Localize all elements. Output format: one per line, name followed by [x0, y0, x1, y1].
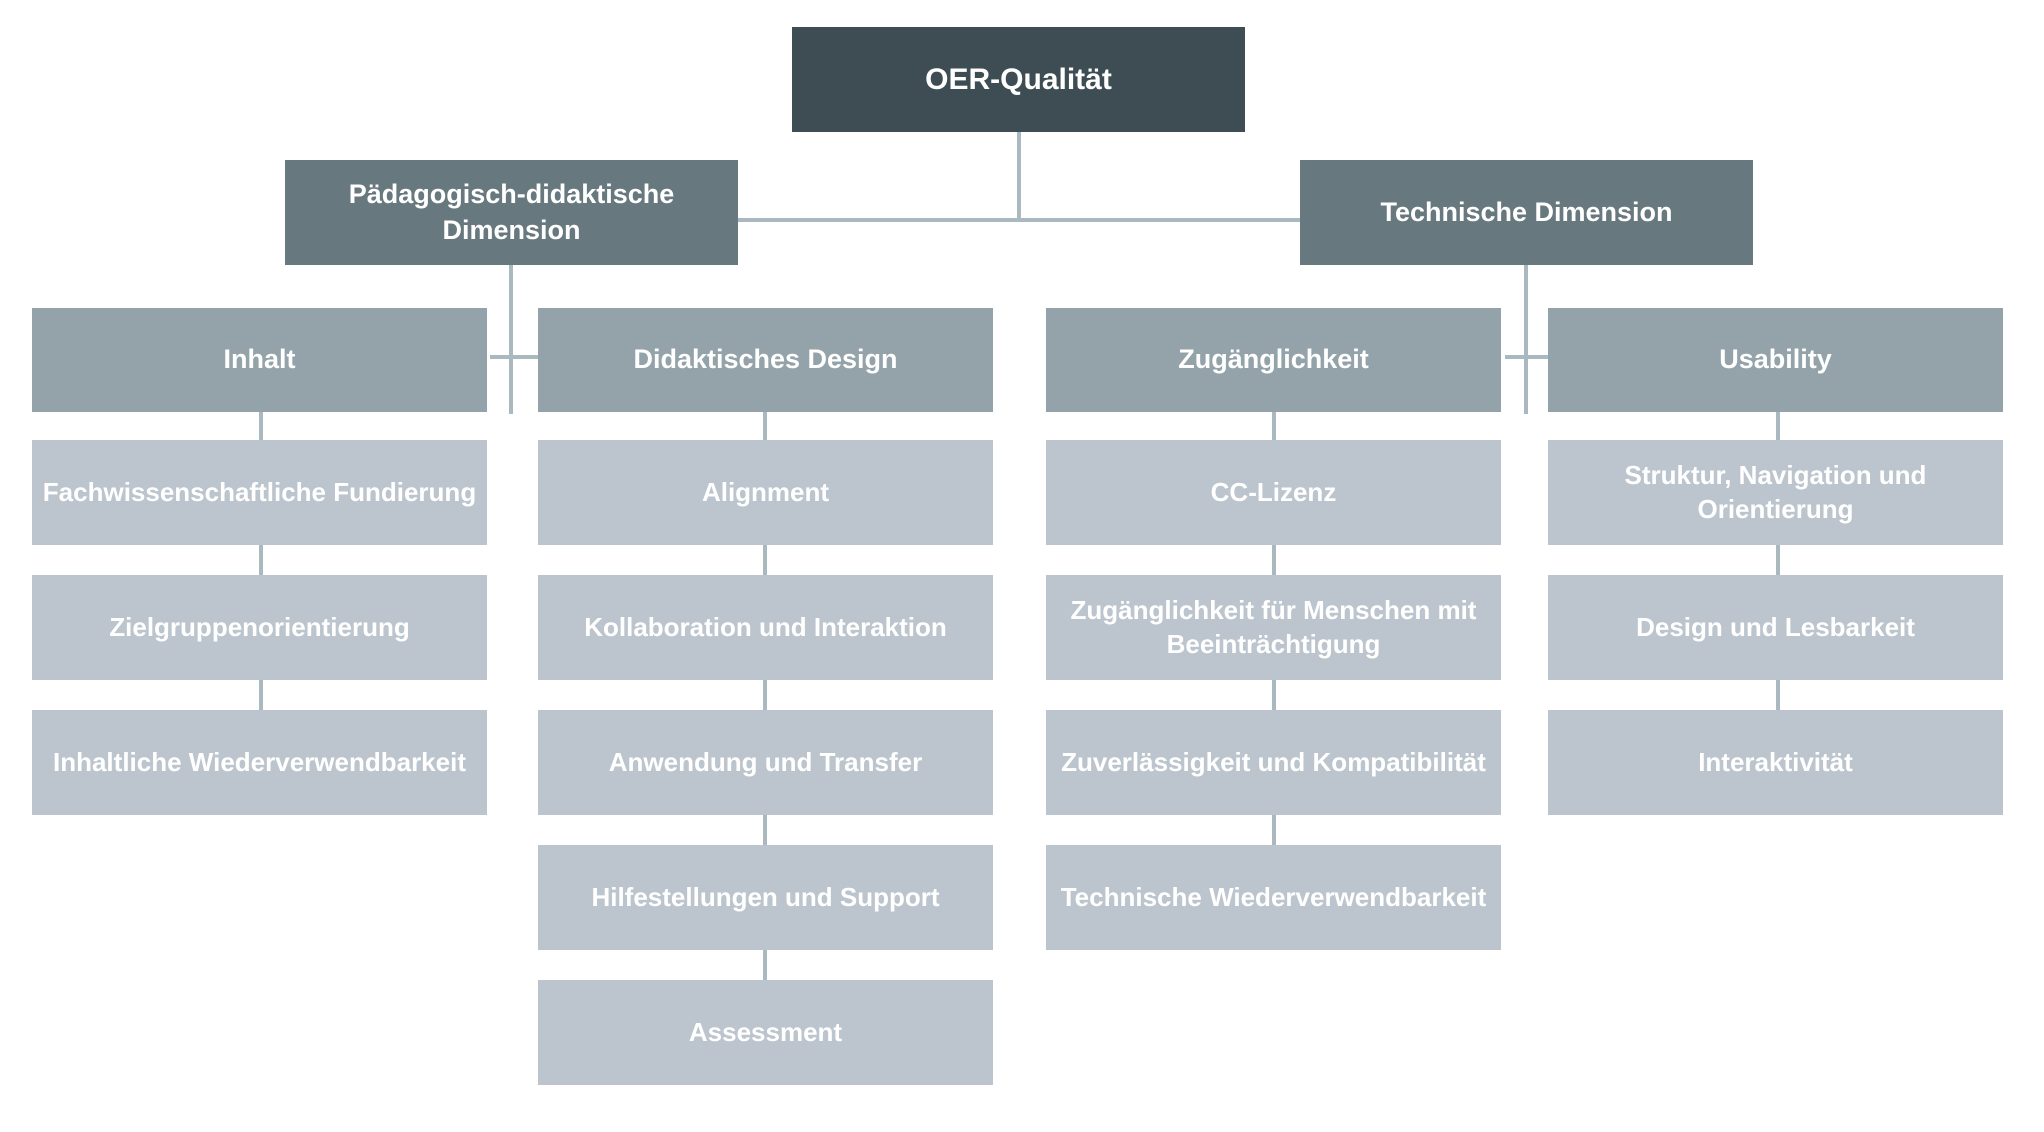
criterion-node-zuverlaessigkeit-und-kompatibilitaet[interactable]: Zuverlässigkeit und Kompatibilität	[1046, 710, 1501, 815]
criterion-node-label: Inhaltliche Wiederverwendbarkeit	[52, 746, 466, 777]
connector-left-category-spine	[490, 355, 548, 359]
category-node-label: Zugänglichkeit	[1178, 344, 1369, 375]
category-node-inhalt[interactable]: Inhalt	[32, 308, 487, 412]
criterion-node-label: Design und Lesbarkeit	[1636, 611, 1915, 642]
criterion-node-struktur-navigation-und-orientierung[interactable]: Struktur, Navigation und Orientierung	[1548, 440, 2003, 545]
criterion-node-label: CC-Lizenz	[1210, 476, 1337, 507]
criterion-node-cc-lizenz[interactable]: CC-Lizenz	[1046, 440, 1501, 545]
criterion-node-label: Kollaboration und Interaktion	[584, 611, 947, 642]
criterion-node-label: Zielgruppenorientierung	[109, 611, 410, 642]
criterion-node-label: Struktur, Navigation und Orientierung	[1624, 459, 1927, 524]
criterion-node-hilfestellungen-und-support[interactable]: Hilfestellungen und Support	[538, 845, 993, 950]
criterion-node-label: Anwendung und Transfer	[608, 746, 923, 777]
category-node-usability[interactable]: Usability	[1548, 308, 2003, 412]
criterion-node-label: Zugänglichkeit für Menschen mit Beeinträ…	[1070, 594, 1477, 659]
category-node-label: Inhalt	[223, 344, 296, 375]
category-node-didaktisches-design[interactable]: Didaktisches Design	[538, 308, 993, 412]
criterion-node-interaktivitaet[interactable]: Interaktivität	[1548, 710, 2003, 815]
connector-root-down	[1017, 132, 1021, 222]
criterion-node-label: Alignment	[701, 476, 830, 507]
criterion-node-anwendung-und-transfer[interactable]: Anwendung und Transfer	[538, 710, 993, 815]
root-node-oer-qualitaet[interactable]: OER-Qualität	[792, 27, 1245, 132]
criterion-node-fachwissenschaftliche-fundierung[interactable]: Fachwissenschaftliche Fundierung	[32, 440, 487, 545]
criterion-node-zugaenglichkeit-fuer-menschen-mit-beeintraechtigung[interactable]: Zugänglichkeit für Menschen mit Beeinträ…	[1046, 575, 1501, 680]
criterion-node-kollaboration-und-interaktion[interactable]: Kollaboration und Interaktion	[538, 575, 993, 680]
criterion-node-label: Interaktivität	[1698, 746, 1853, 777]
category-node-zugaenglichkeit[interactable]: Zugänglichkeit	[1046, 308, 1501, 412]
category-node-label: Didaktisches Design	[633, 344, 898, 375]
criterion-node-design-und-lesbarkeit[interactable]: Design und Lesbarkeit	[1548, 575, 2003, 680]
criterion-node-label: Zuverlässigkeit und Kompatibilität	[1061, 746, 1486, 777]
criterion-node-technische-wiederverwendbarkeit[interactable]: Technische Wiederverwendbarkeit	[1046, 845, 1501, 950]
category-node-label: Usability	[1719, 344, 1832, 375]
criterion-node-label: Hilfestellungen und Support	[591, 881, 940, 912]
criterion-node-assessment[interactable]: Assessment	[538, 980, 993, 1085]
connector-dimension-spine	[735, 218, 1302, 222]
root-node-label: OER-Qualität	[925, 63, 1112, 96]
criterion-node-inhaltliche-wiederverwendbarkeit[interactable]: Inhaltliche Wiederverwendbarkeit	[32, 710, 487, 815]
dimension-node-paedagogisch-didaktische[interactable]: Pädagogisch-didaktische Dimension	[285, 160, 738, 265]
dimension-node-label: Technische Dimension	[1380, 196, 1673, 227]
criterion-node-alignment[interactable]: Alignment	[538, 440, 993, 545]
criterion-node-label: Fachwissenschaftliche Fundierung	[42, 476, 477, 507]
criterion-node-zielgruppenorientierung[interactable]: Zielgruppenorientierung	[32, 575, 487, 680]
connector-right-dimension-down	[1524, 265, 1528, 414]
dimension-node-label: Pädagogisch-didaktische Dimension	[348, 179, 675, 245]
criterion-node-label: Technische Wiederverwendbarkeit	[1060, 881, 1487, 912]
criterion-node-label: Assessment	[688, 1016, 843, 1047]
connector-left-dimension-down	[509, 265, 513, 414]
dimension-node-technische[interactable]: Technische Dimension	[1300, 160, 1753, 265]
connector-right-category-spine	[1505, 355, 1563, 359]
